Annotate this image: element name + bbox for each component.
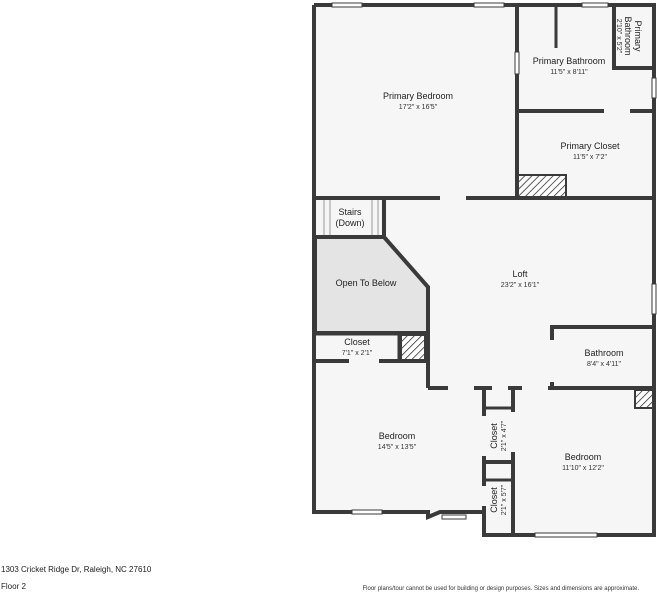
bedroom-right-name: Bedroom bbox=[565, 452, 602, 462]
closet-upper-dim: 2'1" x 4'7" bbox=[501, 420, 508, 451]
windows bbox=[331, 2, 657, 538]
primary-bedroom-name: Primary Bedroom bbox=[383, 91, 453, 101]
stairs-name-2: (Down) bbox=[335, 218, 364, 228]
primary-bathroom-name: Primary Bathroom bbox=[533, 56, 606, 66]
hall-closet-dim: 7'1" x 2'1" bbox=[342, 350, 373, 357]
stairs-treads bbox=[323, 200, 379, 235]
closet-lower-name: Closet bbox=[489, 487, 499, 513]
property-address: 1303 Cricket Ridge Dr, Raleigh, NC 27610 bbox=[1, 565, 152, 574]
primary-closet-dim: 11'5" x 7'2" bbox=[573, 154, 607, 161]
bathroom-dim: 8'4" x 4'11" bbox=[587, 361, 621, 368]
bathroom-hatch bbox=[634, 389, 654, 409]
disclaimer-text: Floor plans/tour cannot be used for buil… bbox=[362, 586, 640, 592]
bedroom-right-dim: 11'10" x 12'2" bbox=[562, 465, 604, 472]
bedroom-left-name: Bedroom bbox=[379, 431, 416, 441]
hall-closet-name: Closet bbox=[344, 337, 370, 347]
primary-bedroom-dim: 17'2" x 16'5" bbox=[399, 104, 438, 111]
open-to-below-name: Open To Below bbox=[336, 278, 397, 288]
closet-lower-label: Closet 2'1" x 5'7" bbox=[489, 484, 508, 515]
loft-dim: 23'2" x 16'1" bbox=[501, 282, 540, 289]
small-bathroom-name-2: Bathroom bbox=[623, 16, 633, 55]
closet-upper-name: Closet bbox=[489, 423, 499, 449]
bathroom-name: Bathroom bbox=[584, 348, 623, 358]
primary-closet-name: Primary Closet bbox=[560, 141, 620, 151]
primary-closet-hatch bbox=[517, 174, 567, 198]
bedroom-left-dim: 14'5" x 13'5" bbox=[378, 444, 417, 451]
small-bathroom-label: Primary Bathroom 2'10" x 5'2" bbox=[615, 16, 643, 55]
floor-area bbox=[314, 5, 654, 535]
small-bathroom-dim: 2'10" x 5'2" bbox=[615, 19, 622, 54]
door-openings bbox=[349, 109, 630, 506]
stairs-name-1: Stairs bbox=[338, 207, 362, 217]
closet-upper-label: Closet 2'1" x 4'7" bbox=[489, 420, 508, 451]
primary-bathroom-dim: 11'5" x 8'11" bbox=[550, 69, 588, 76]
hall-closet-hatch bbox=[400, 334, 426, 361]
closet-lower-dim: 2'1" x 5'7" bbox=[501, 484, 508, 515]
small-bathroom-name-1: Primary bbox=[633, 21, 643, 52]
loft-name: Loft bbox=[512, 269, 528, 279]
floor-label: Floor 2 bbox=[1, 582, 26, 591]
